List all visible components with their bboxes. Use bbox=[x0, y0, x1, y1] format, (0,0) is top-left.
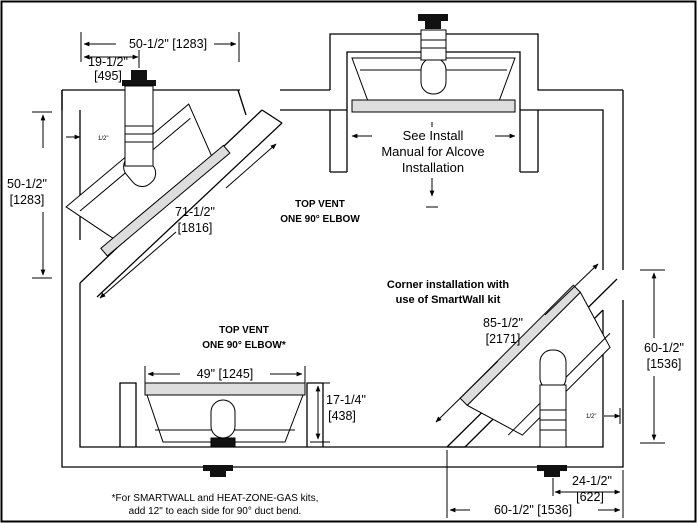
notes: See Install Manual for Alcove Installati… bbox=[112, 128, 510, 517]
footnote-1: *For SMARTWALL and HEAT-ZONE-GAS kits, bbox=[112, 493, 319, 504]
top-vent-label-2a: TOP VENT bbox=[219, 325, 269, 336]
alcove-note-1: See Install bbox=[403, 128, 464, 143]
corner-note-2: use of SmartWall kit bbox=[396, 294, 501, 306]
dim-right-height-2: [1536] bbox=[647, 357, 682, 371]
fireplace-right-corner bbox=[459, 284, 611, 436]
top-vent-label-1b: ONE 90° ELBOW bbox=[280, 214, 360, 225]
dim-left-diag-2: [1816] bbox=[178, 221, 213, 235]
dim-left-height-1: 50-1/2" bbox=[7, 177, 47, 191]
corner-note-1: Corner installation with bbox=[387, 279, 510, 291]
dim-right-bottom-width: 60-1/2" [1536] bbox=[494, 503, 572, 517]
left-vent-pipe bbox=[124, 85, 154, 167]
dimension-labels: 50-1/2" [1283] 19-1/2" [495] 1/2" 50-1/2… bbox=[7, 37, 684, 517]
top-vent-label-2b: ONE 90° ELBOW* bbox=[202, 340, 286, 351]
dim-bottom-width: 49" [1245] bbox=[197, 367, 254, 381]
dim-left-offset-1: 19-1/2" bbox=[88, 55, 128, 69]
footnote-2: add 12" to each side for 90° duct bend. bbox=[129, 506, 302, 517]
dim-left-top-width: 50-1/2" [1283] bbox=[129, 37, 207, 51]
fireplace-bottom bbox=[144, 382, 306, 448]
right-vent-pipe bbox=[539, 349, 567, 448]
dim-right-height-1: 60-1/2" bbox=[644, 341, 684, 355]
dim-left-offset-2: [495] bbox=[94, 69, 122, 83]
dim-left-diag-1: 71-1/2" bbox=[175, 205, 215, 219]
dim-right-gap: 1/2" bbox=[586, 414, 596, 420]
dim-left-height-2: [1283] bbox=[10, 193, 45, 207]
fireplace-alcove bbox=[351, 29, 516, 113]
fireplace-left-corner bbox=[65, 103, 231, 257]
dim-left-gap: 1/2" bbox=[98, 136, 108, 142]
dim-right-diag-1: 85-1/2" bbox=[483, 316, 523, 330]
dim-bottom-depth-2: [438] bbox=[328, 409, 356, 423]
dim-bottom-depth-1: 17-1/4" bbox=[326, 393, 366, 407]
top-vent-label-1a: TOP VENT bbox=[295, 199, 345, 210]
dim-right-offset-1: 24-1/2" bbox=[572, 474, 612, 488]
dim-right-offset-2: [622] bbox=[576, 490, 604, 504]
dimension-lines bbox=[32, 32, 665, 518]
vent-caps bbox=[122, 14, 567, 477]
alcove-note-2: Manual for Alcove bbox=[381, 144, 484, 159]
alcove-note-3: Installation bbox=[402, 160, 464, 175]
dim-right-diag-2: [2171] bbox=[486, 332, 521, 346]
